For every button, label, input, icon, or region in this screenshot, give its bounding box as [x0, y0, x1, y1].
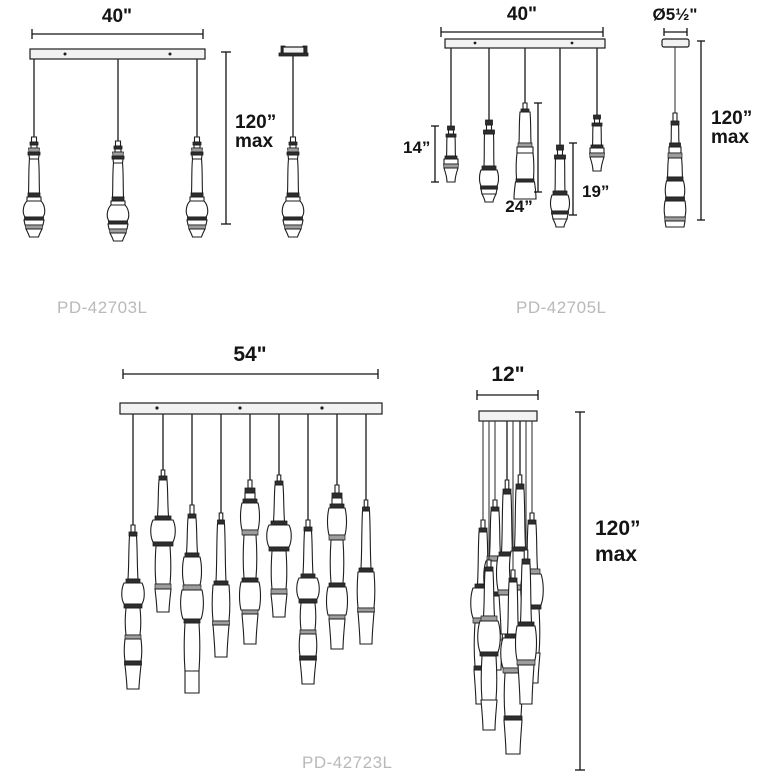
pd-42705l-svg: 40" — [403, 4, 752, 228]
pd-42703l-svg: 40" 120” — [22, 6, 309, 242]
canopy-plate — [478, 410, 538, 422]
dimension-height-19: 19” — [569, 142, 609, 216]
side-elevation-view — [278, 45, 309, 238]
dimension-maxdrop-120: 120” max — [575, 411, 641, 771]
dimension-height-14: 14” — [403, 125, 439, 183]
dimension-height-19-label: 19” — [582, 182, 609, 201]
dimension-maxdrop-120-label: 120” — [235, 112, 276, 133]
dimension-width-40-label: 40" — [102, 6, 132, 27]
pendant-group — [442, 48, 606, 228]
dimension-maxdrop-120-label: 120” — [595, 517, 641, 540]
dimension-maxdrop-120-label: 120” — [711, 108, 752, 129]
dimension-maxdrop-max-label: max — [711, 127, 749, 148]
model-label-pd-42705l: PD-42705L — [516, 298, 607, 317]
canopy-bar — [119, 402, 383, 415]
drawing-pd-42705l: 40" — [388, 0, 776, 345]
dimension-maxdrop-120: 120” max — [221, 51, 276, 225]
dimension-width-54: 54" — [122, 343, 379, 379]
dimension-width-40: 40" — [31, 6, 204, 39]
dimension-height-14-label: 14” — [403, 138, 430, 157]
model-label-pd-42723l: PD-42723L — [302, 753, 393, 772]
dimension-depth-12-label: 12" — [491, 363, 524, 386]
dimension-height-24-label: 24” — [505, 197, 532, 216]
dimension-maxdrop-120: 120” max — [697, 40, 752, 221]
dimension-depth-12: 12" — [476, 363, 539, 400]
dimension-maxdrop-max-label: max — [595, 543, 637, 566]
dimension-width-40-label: 40" — [507, 4, 537, 25]
dimension-width-54-label: 54" — [233, 343, 266, 366]
dimension-canopy-diameter-label: Ø5½" — [653, 5, 698, 24]
model-label-pd-42703l: PD-42703L — [57, 298, 148, 317]
pendant-cluster-side — [470, 421, 544, 755]
round-canopy-view: Ø5½" — [653, 5, 698, 113]
pendant-cluster — [121, 414, 376, 694]
canopy-bar — [444, 38, 606, 49]
pendant-group — [22, 59, 209, 242]
pd-42723l-front-svg: 54" — [119, 343, 383, 694]
drawing-pd-42723l-side: 12" — [420, 345, 776, 776]
side-elevation-stack — [663, 112, 687, 228]
dimension-height-24: 24” — [505, 102, 542, 216]
canopy-bar — [29, 48, 206, 60]
drawing-pd-42723l-front: 54" — [0, 343, 420, 776]
pd-42723l-side-svg: 12" — [470, 363, 641, 771]
dimension-width-40: 40" — [440, 4, 604, 37]
drawing-pd-42703l: 40" 120” — [0, 0, 388, 345]
dimension-maxdrop-max-label: max — [235, 131, 273, 152]
